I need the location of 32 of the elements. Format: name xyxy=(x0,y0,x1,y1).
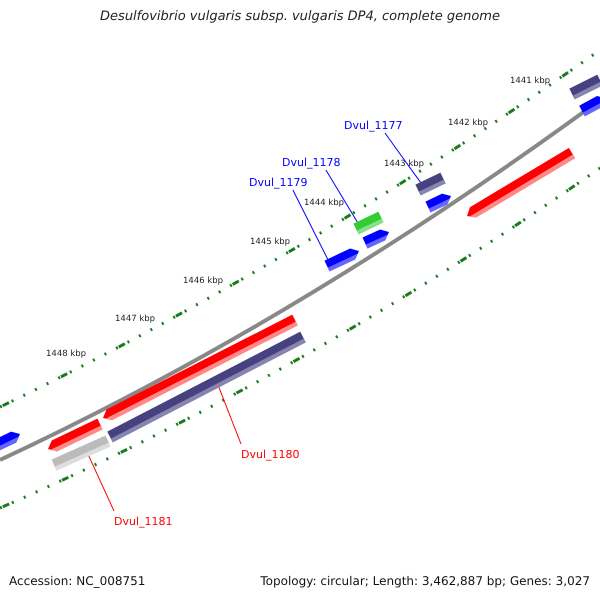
position-label: 1446 kbp xyxy=(183,277,224,286)
gene-label: Dvul_1181 xyxy=(114,515,173,528)
leader-line xyxy=(384,132,421,183)
leader-line xyxy=(292,190,328,260)
leader-line xyxy=(88,456,114,512)
leader-line xyxy=(325,170,358,222)
gene-feature xyxy=(52,436,110,470)
gene-feature xyxy=(569,74,600,100)
title: Desulfovibrio vulgaris subsp. vulgaris DP4, complete genome xyxy=(99,10,501,23)
position-label: 1442 kbp xyxy=(448,119,488,128)
gene-feature xyxy=(362,229,389,248)
position-label: 1447 kbp xyxy=(115,315,156,324)
position-label: 1445 kbp xyxy=(250,238,290,246)
gene-feature xyxy=(415,172,446,196)
accession-text: Accession: NC_008751 xyxy=(9,575,146,587)
leader-line xyxy=(218,386,242,444)
gene-feature xyxy=(467,148,576,218)
gene-label: Dvul_1180 xyxy=(241,448,300,461)
gene-label: Dvul_1179 xyxy=(249,176,308,189)
gene-feature xyxy=(579,96,600,116)
gene-label: Dvul_1178 xyxy=(282,156,341,169)
gene-feature xyxy=(425,194,451,212)
gene-feature xyxy=(0,432,20,452)
gene-label: Dvul_1177 xyxy=(344,119,403,132)
genome-summary: Topology: circular; Length: 3,462,887 bp; Genes: 3,027 xyxy=(260,575,590,587)
position-label: 1444 kbp xyxy=(304,199,344,208)
gene-feature xyxy=(107,332,306,442)
position-label: 1441 kbp xyxy=(510,77,550,86)
position-label: 1443 kbp xyxy=(384,160,424,168)
position-label: 1448 kbp xyxy=(46,350,86,358)
gene-feature xyxy=(324,248,359,272)
gene-feature xyxy=(353,212,384,234)
